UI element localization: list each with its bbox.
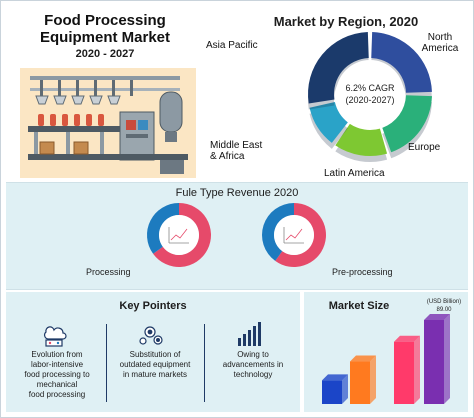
market-size-unit-label: (USD Billion)	[426, 299, 462, 305]
market-size-bar-chart	[322, 314, 450, 404]
slice-mea	[309, 101, 348, 149]
slice-north-america	[371, 32, 432, 99]
fuel-type-panel: Fule Type Revenue 2020 Processing Pre-pr…	[6, 182, 468, 290]
fuel-donut-charts	[147, 203, 326, 267]
title-block: Food Processing Equipment Market 2020 - …	[20, 12, 190, 60]
label-mea-line2: & Africa	[210, 151, 245, 162]
title-line-1: Food Processing	[44, 12, 166, 29]
key-pointer-1-line: food processing	[28, 390, 86, 399]
gears-icon	[139, 326, 163, 345]
market-size-unit: (USD Billion) 89.00	[420, 298, 468, 314]
cagr-label: 6.2% CAGR (2020-2027)	[324, 82, 416, 106]
processing-growth-icon	[168, 227, 189, 244]
key-pointer-1-line: labor-intensive	[30, 360, 84, 369]
key-pointers-section: Key Pointers	[6, 292, 300, 412]
slice-latin-america	[335, 123, 388, 162]
label-north-america-line1: North	[427, 32, 453, 43]
key-pointer-2-line: outdated equipment	[119, 360, 191, 369]
top-panel: Food Processing Equipment Market 2020 - …	[6, 6, 468, 179]
key-pointer-3-line: advancements in	[222, 360, 284, 369]
key-pointer-3: Owing to advancements in technology	[208, 350, 298, 380]
title-line-2: Equipment Market	[39, 29, 171, 46]
market-size-bar-1	[322, 374, 348, 404]
key-pointer-1: Evolution from labor-intensive food proc…	[12, 350, 102, 400]
divider-2	[204, 324, 205, 402]
market-size-section: Market Size (USD Billion) 89.00	[304, 292, 468, 412]
divider-1	[106, 324, 107, 402]
key-pointer-2-line: Substitution of	[129, 350, 181, 359]
key-pointer-3-line: Owing to	[237, 350, 269, 359]
factory-conveyor-icon	[20, 68, 196, 178]
label-asia-pacific: Asia Pacific	[206, 40, 258, 51]
label-mea: Middle East & Africa	[210, 140, 262, 162]
processing-slice-2	[147, 203, 179, 254]
label-latin-america: Latin America	[324, 168, 385, 179]
market-size-bar-4	[424, 314, 450, 404]
region-donut-hole	[336, 60, 404, 128]
key-pointer-1-line: food processing to	[24, 370, 90, 379]
preprocessing-slice-2	[262, 203, 294, 261]
cagr-value: 6.2% CAGR	[345, 83, 395, 93]
label-north-america: North America	[416, 32, 464, 54]
processing-slice-1	[153, 203, 211, 267]
preprocessing-label: Pre-processing	[332, 267, 393, 277]
market-size-bar-3	[394, 335, 420, 404]
cloud-machine-icon	[44, 326, 67, 347]
region-chart-title: Market by Region, 2020	[273, 14, 419, 29]
slice-europe	[382, 95, 432, 159]
label-europe: Europe	[408, 142, 441, 153]
factory-illustration	[20, 68, 196, 178]
region-donut-chart	[308, 32, 432, 162]
key-pointer-1-line: Evolution from	[31, 350, 83, 359]
processing-donut-center	[159, 215, 199, 255]
preprocessing-slice-1	[275, 203, 326, 267]
fuel-chart-title: Fule Type Revenue 2020	[175, 187, 299, 199]
preprocessing-donut-center	[274, 215, 314, 255]
key-pointer-2-line: in mature markets	[122, 370, 188, 379]
preprocessing-growth-icon	[283, 227, 304, 244]
market-size-bar-2	[350, 355, 376, 404]
period-label: 2020 - 2027	[75, 48, 135, 60]
key-pointer-icons	[44, 322, 261, 347]
cagr-period: (2020-2027)	[345, 95, 395, 105]
label-mea-line1: Middle East	[210, 140, 263, 151]
key-pointer-3-line: technology	[233, 370, 273, 379]
key-pointers-title: Key Pointers	[119, 300, 187, 312]
market-size-last-value: 89.00	[436, 307, 452, 313]
bottom-panel: Key Pointers	[6, 292, 468, 412]
market-size-title: Market Size	[328, 300, 390, 312]
key-pointer-2: Substitution of outdated equipment in ma…	[110, 350, 200, 380]
bar-chart-icon	[238, 322, 261, 346]
label-north-america-line2: America	[421, 43, 459, 54]
processing-label: Processing	[86, 267, 131, 277]
key-pointer-1-line: mechanical	[36, 380, 78, 389]
slice-asia-pacific	[308, 32, 369, 110]
